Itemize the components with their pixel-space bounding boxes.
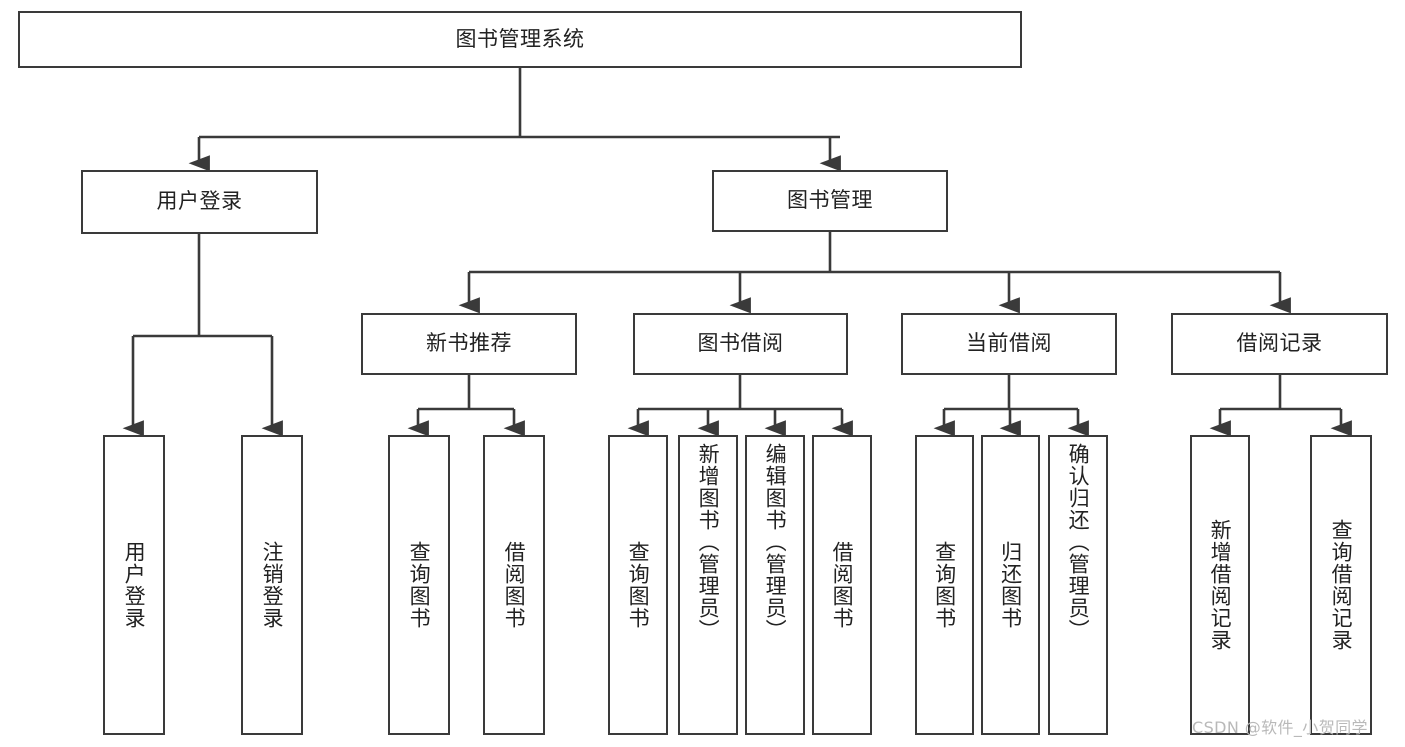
leaf-return-book-label: 归还图书 — [998, 541, 1023, 629]
node-current-borrow[interactable]: 当前借阅 — [901, 313, 1117, 375]
leaf-logout-login[interactable]: 注销登录 — [241, 435, 303, 735]
node-user-login[interactable]: 用户登录 — [81, 170, 318, 234]
node-book-borrow[interactable]: 图书借阅 — [633, 313, 848, 375]
leaf-borrow-book[interactable]: 借阅图书 — [812, 435, 872, 735]
node-user-login-label: 用户登录 — [156, 189, 243, 214]
node-book-borrow-label: 图书借阅 — [697, 331, 784, 356]
leaf-query-borrow-record-label: 查询借阅记录 — [1329, 519, 1354, 651]
leaf-query-book-recommend-label: 查询图书 — [407, 541, 432, 629]
leaf-query-book-borrow[interactable]: 查询图书 — [608, 435, 668, 735]
leaf-add-book-admin-label: 新增图书（管理员） — [696, 443, 721, 641]
leaf-user-login[interactable]: 用户登录 — [103, 435, 165, 735]
leaf-user-login-label: 用户登录 — [122, 541, 147, 629]
leaf-query-book-current-label: 查询图书 — [932, 541, 957, 629]
node-current-borrow-label: 当前借阅 — [966, 331, 1052, 356]
leaf-query-borrow-record[interactable]: 查询借阅记录 — [1310, 435, 1372, 735]
leaf-return-book[interactable]: 归还图书 — [981, 435, 1040, 735]
leaf-borrow-book-label: 借阅图书 — [830, 541, 855, 629]
node-borrow-record[interactable]: 借阅记录 — [1171, 313, 1388, 375]
node-root-label: 图书管理系统 — [455, 26, 585, 51]
node-root[interactable]: 图书管理系统 — [18, 11, 1022, 68]
node-book-management-label: 图书管理 — [787, 188, 873, 213]
leaf-add-borrow-record-label: 新增借阅记录 — [1208, 519, 1233, 651]
node-book-management[interactable]: 图书管理 — [712, 170, 948, 232]
leaf-edit-book-admin[interactable]: 编辑图书（管理员） — [745, 435, 805, 735]
node-new-book-recommend-label: 新书推荐 — [426, 331, 512, 356]
leaf-add-book-admin[interactable]: 新增图书（管理员） — [678, 435, 738, 735]
node-new-book-recommend[interactable]: 新书推荐 — [361, 313, 577, 375]
leaf-borrow-book-recommend-label: 借阅图书 — [502, 541, 527, 629]
leaf-borrow-book-recommend[interactable]: 借阅图书 — [483, 435, 545, 735]
node-borrow-record-label: 借阅记录 — [1236, 331, 1323, 356]
leaf-edit-book-admin-label: 编辑图书（管理员） — [763, 443, 788, 641]
leaf-query-book-recommend[interactable]: 查询图书 — [388, 435, 450, 735]
csdn-watermark: CSDN @软件_小贺同学 — [1192, 718, 1368, 737]
leaf-query-book-borrow-label: 查询图书 — [626, 541, 651, 629]
leaf-add-borrow-record[interactable]: 新增借阅记录 — [1190, 435, 1250, 735]
leaf-confirm-return-admin[interactable]: 确认归还（管理员） — [1048, 435, 1108, 735]
leaf-confirm-return-admin-label: 确认归还（管理员） — [1066, 443, 1091, 641]
leaf-query-book-current[interactable]: 查询图书 — [915, 435, 974, 735]
leaf-logout-login-label: 注销登录 — [260, 541, 285, 629]
